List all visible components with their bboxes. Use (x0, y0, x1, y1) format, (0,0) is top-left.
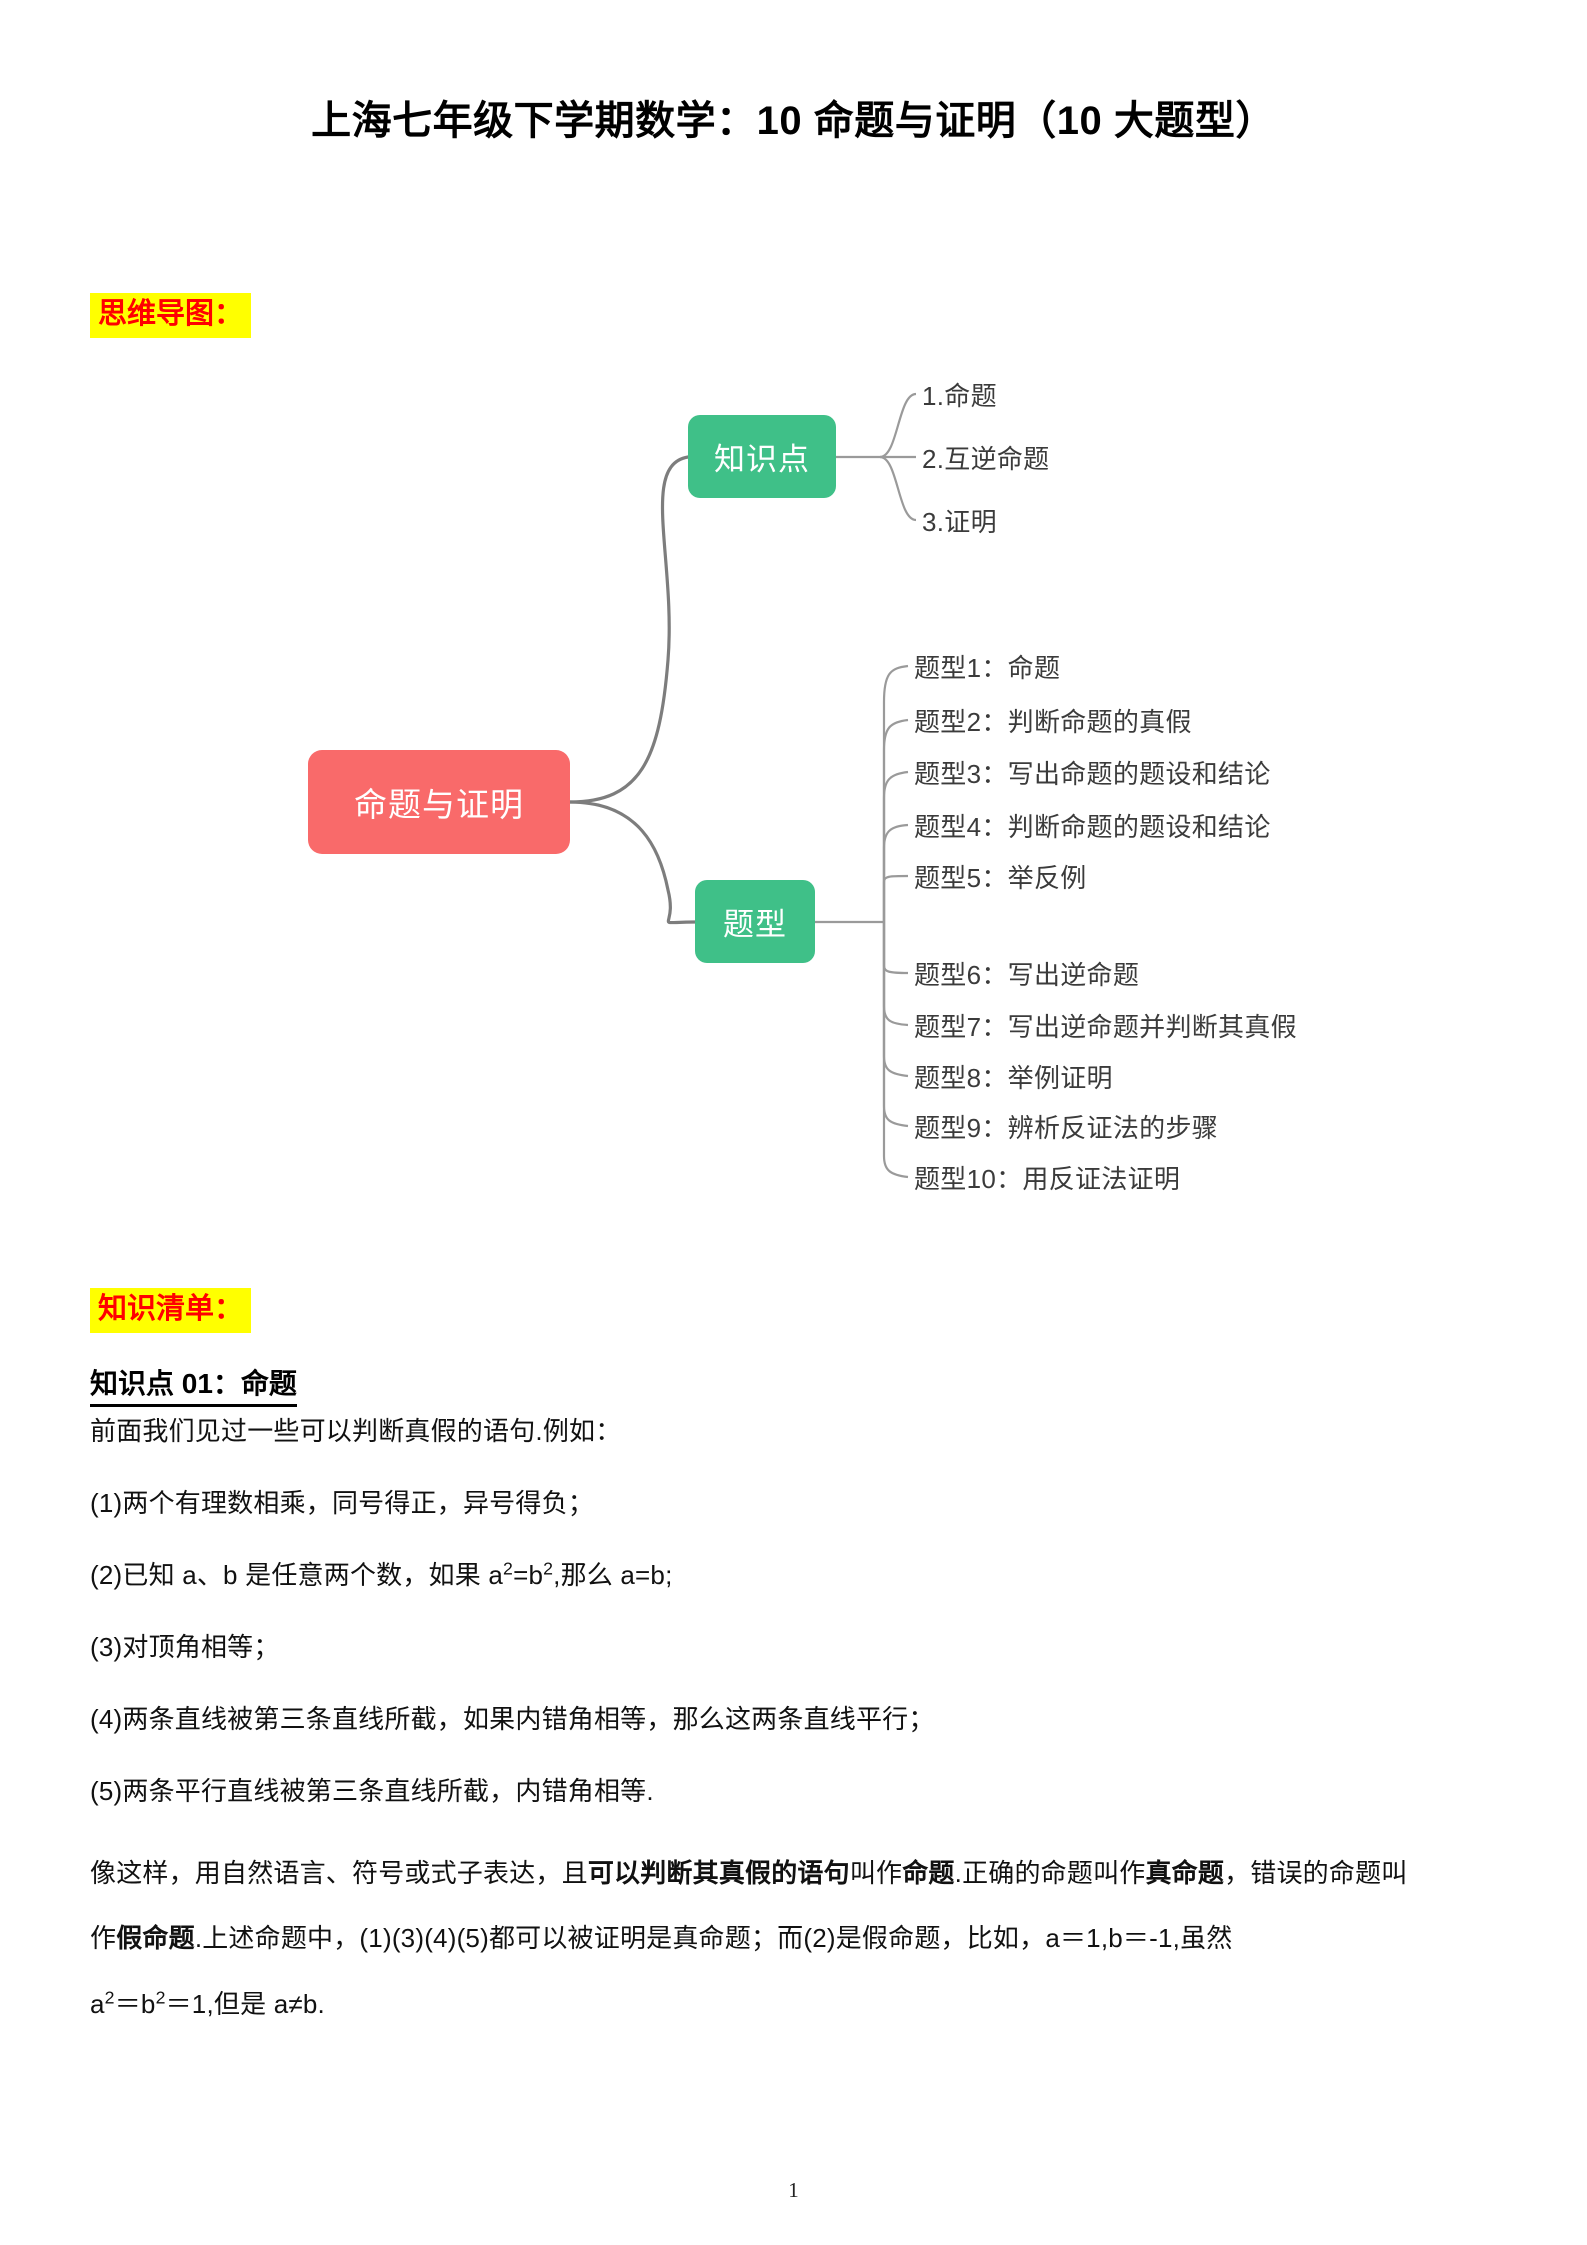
summary-l1f: 真命题 (1145, 1858, 1225, 1888)
paragraph-item-4: (4)两条直线被第三条直线所截，如果内错角相等，那么这两条直线平行； (90, 1704, 935, 1734)
mindmap-leaf-type-1: 题型1：命题 (914, 653, 1061, 683)
mindmap-leaf-type-3: 题型3：写出命题的题设和结论 (914, 759, 1271, 789)
summary-l2b: 假命题 (116, 1923, 195, 1953)
summary-l2c: .上述命题中，(1)(3)(4)(5)都可以被证明是真命题；而(2)是假命题，比… (194, 1923, 1233, 1953)
summary-l1c: 叫作 (849, 1858, 903, 1888)
knowledge-list-section-header: 知识清单： (90, 1288, 252, 1334)
mindmap-leaf-knowledge-1: 1.命题 (922, 381, 997, 411)
summary-l3sup1: 2 (104, 1987, 115, 2008)
mindmap-leaf-type-5: 题型5：举反例 (914, 863, 1087, 893)
summary-l3sup2: 2 (155, 1987, 166, 2008)
mindmap-leaf-type-2: 题型2：判断命题的真假 (914, 707, 1192, 737)
knowledge-point-heading: 知识点 01：命题 (90, 1362, 297, 1407)
mindmap-branch-knowledge: 知识点 (688, 415, 836, 498)
paragraph-item-5: (5)两条平行直线被第三条直线所截，内错角相等. (90, 1776, 654, 1806)
mindmap-section-header: 思维导图： (90, 293, 252, 339)
item2-sup1: 2 (503, 1558, 514, 1579)
paragraph-summary-line2: 作假命题.上述命题中，(1)(3)(4)(5)都可以被证明是真命题；而(2)是假… (90, 1919, 1232, 1958)
summary-l1a: 像这样，用自然语言、符号或式子表达，且 (90, 1858, 588, 1888)
summary-l1g: ，错误的命题叫 (1224, 1858, 1408, 1888)
summary-l3a: a (90, 1989, 105, 2019)
mindmap-diagram: 命题与证明 知识点 题型 1.命题 2.互逆命题 3.证明 题型1：命题 题型2… (0, 330, 1587, 1280)
paragraph-item-1: (1)两个有理数相乘，同号得正，异号得负； (90, 1488, 594, 1518)
page-title: 上海七年级下学期数学：10 命题与证明（10 大题型） (311, 99, 1276, 143)
mindmap-leaf-type-9: 题型9：辨析反证法的步骤 (914, 1113, 1219, 1143)
summary-l3b: ＝b (114, 1989, 156, 2019)
mindmap-leaf-knowledge-2: 2.互逆命题 (922, 444, 1050, 474)
mindmap-leaf-type-10: 题型10：用反证法证明 (914, 1164, 1181, 1194)
mindmap-leaf-type-8: 题型8：举例证明 (914, 1063, 1113, 1093)
mindmap-connectors (568, 392, 917, 1179)
summary-l3c: ＝1,但是 a≠b. (165, 1989, 325, 2019)
item2-sup2: 2 (543, 1558, 554, 1579)
summary-l2a: 作 (90, 1923, 117, 1953)
summary-l1d: 命题 (902, 1858, 955, 1888)
paragraph-item-2: (2)已知 a、b 是任意两个数，如果 a2=b2,那么 a=b; (90, 1556, 673, 1595)
paragraph-summary-line3: a2＝b2＝1,但是 a≠b. (90, 1985, 325, 2024)
mindmap-leaf-type-6: 题型6：写出逆命题 (914, 960, 1140, 990)
mindmap-leaf-type-4: 题型4：判断命题的题设和结论 (914, 812, 1271, 842)
mindmap-leaf-type-7: 题型7：写出逆命题并判断其真假 (914, 1012, 1297, 1042)
item2-mid: =b (513, 1560, 544, 1590)
page-number: 1 (788, 2178, 799, 2202)
paragraph-item-3: (3)对顶角相等； (90, 1632, 280, 1662)
paragraph-intro: 前面我们见过一些可以判断真假的语句.例如： (90, 1416, 622, 1446)
item2-suffix: ,那么 a=b; (553, 1560, 673, 1590)
mindmap-root-node: 命题与证明 (308, 750, 570, 854)
mindmap-branch-types: 题型 (695, 880, 815, 963)
summary-l1e: .正确的命题叫作 (954, 1858, 1146, 1888)
paragraph-summary-line1: 像这样，用自然语言、符号或式子表达，且可以判断其真假的语句叫作命题.正确的命题叫… (90, 1854, 1407, 1893)
mindmap-leaf-knowledge-3: 3.证明 (922, 507, 997, 537)
item2-prefix: (2)已知 a、b 是任意两个数，如果 a (90, 1560, 504, 1590)
summary-l1b: 可以判断其真假的语句 (587, 1858, 850, 1888)
